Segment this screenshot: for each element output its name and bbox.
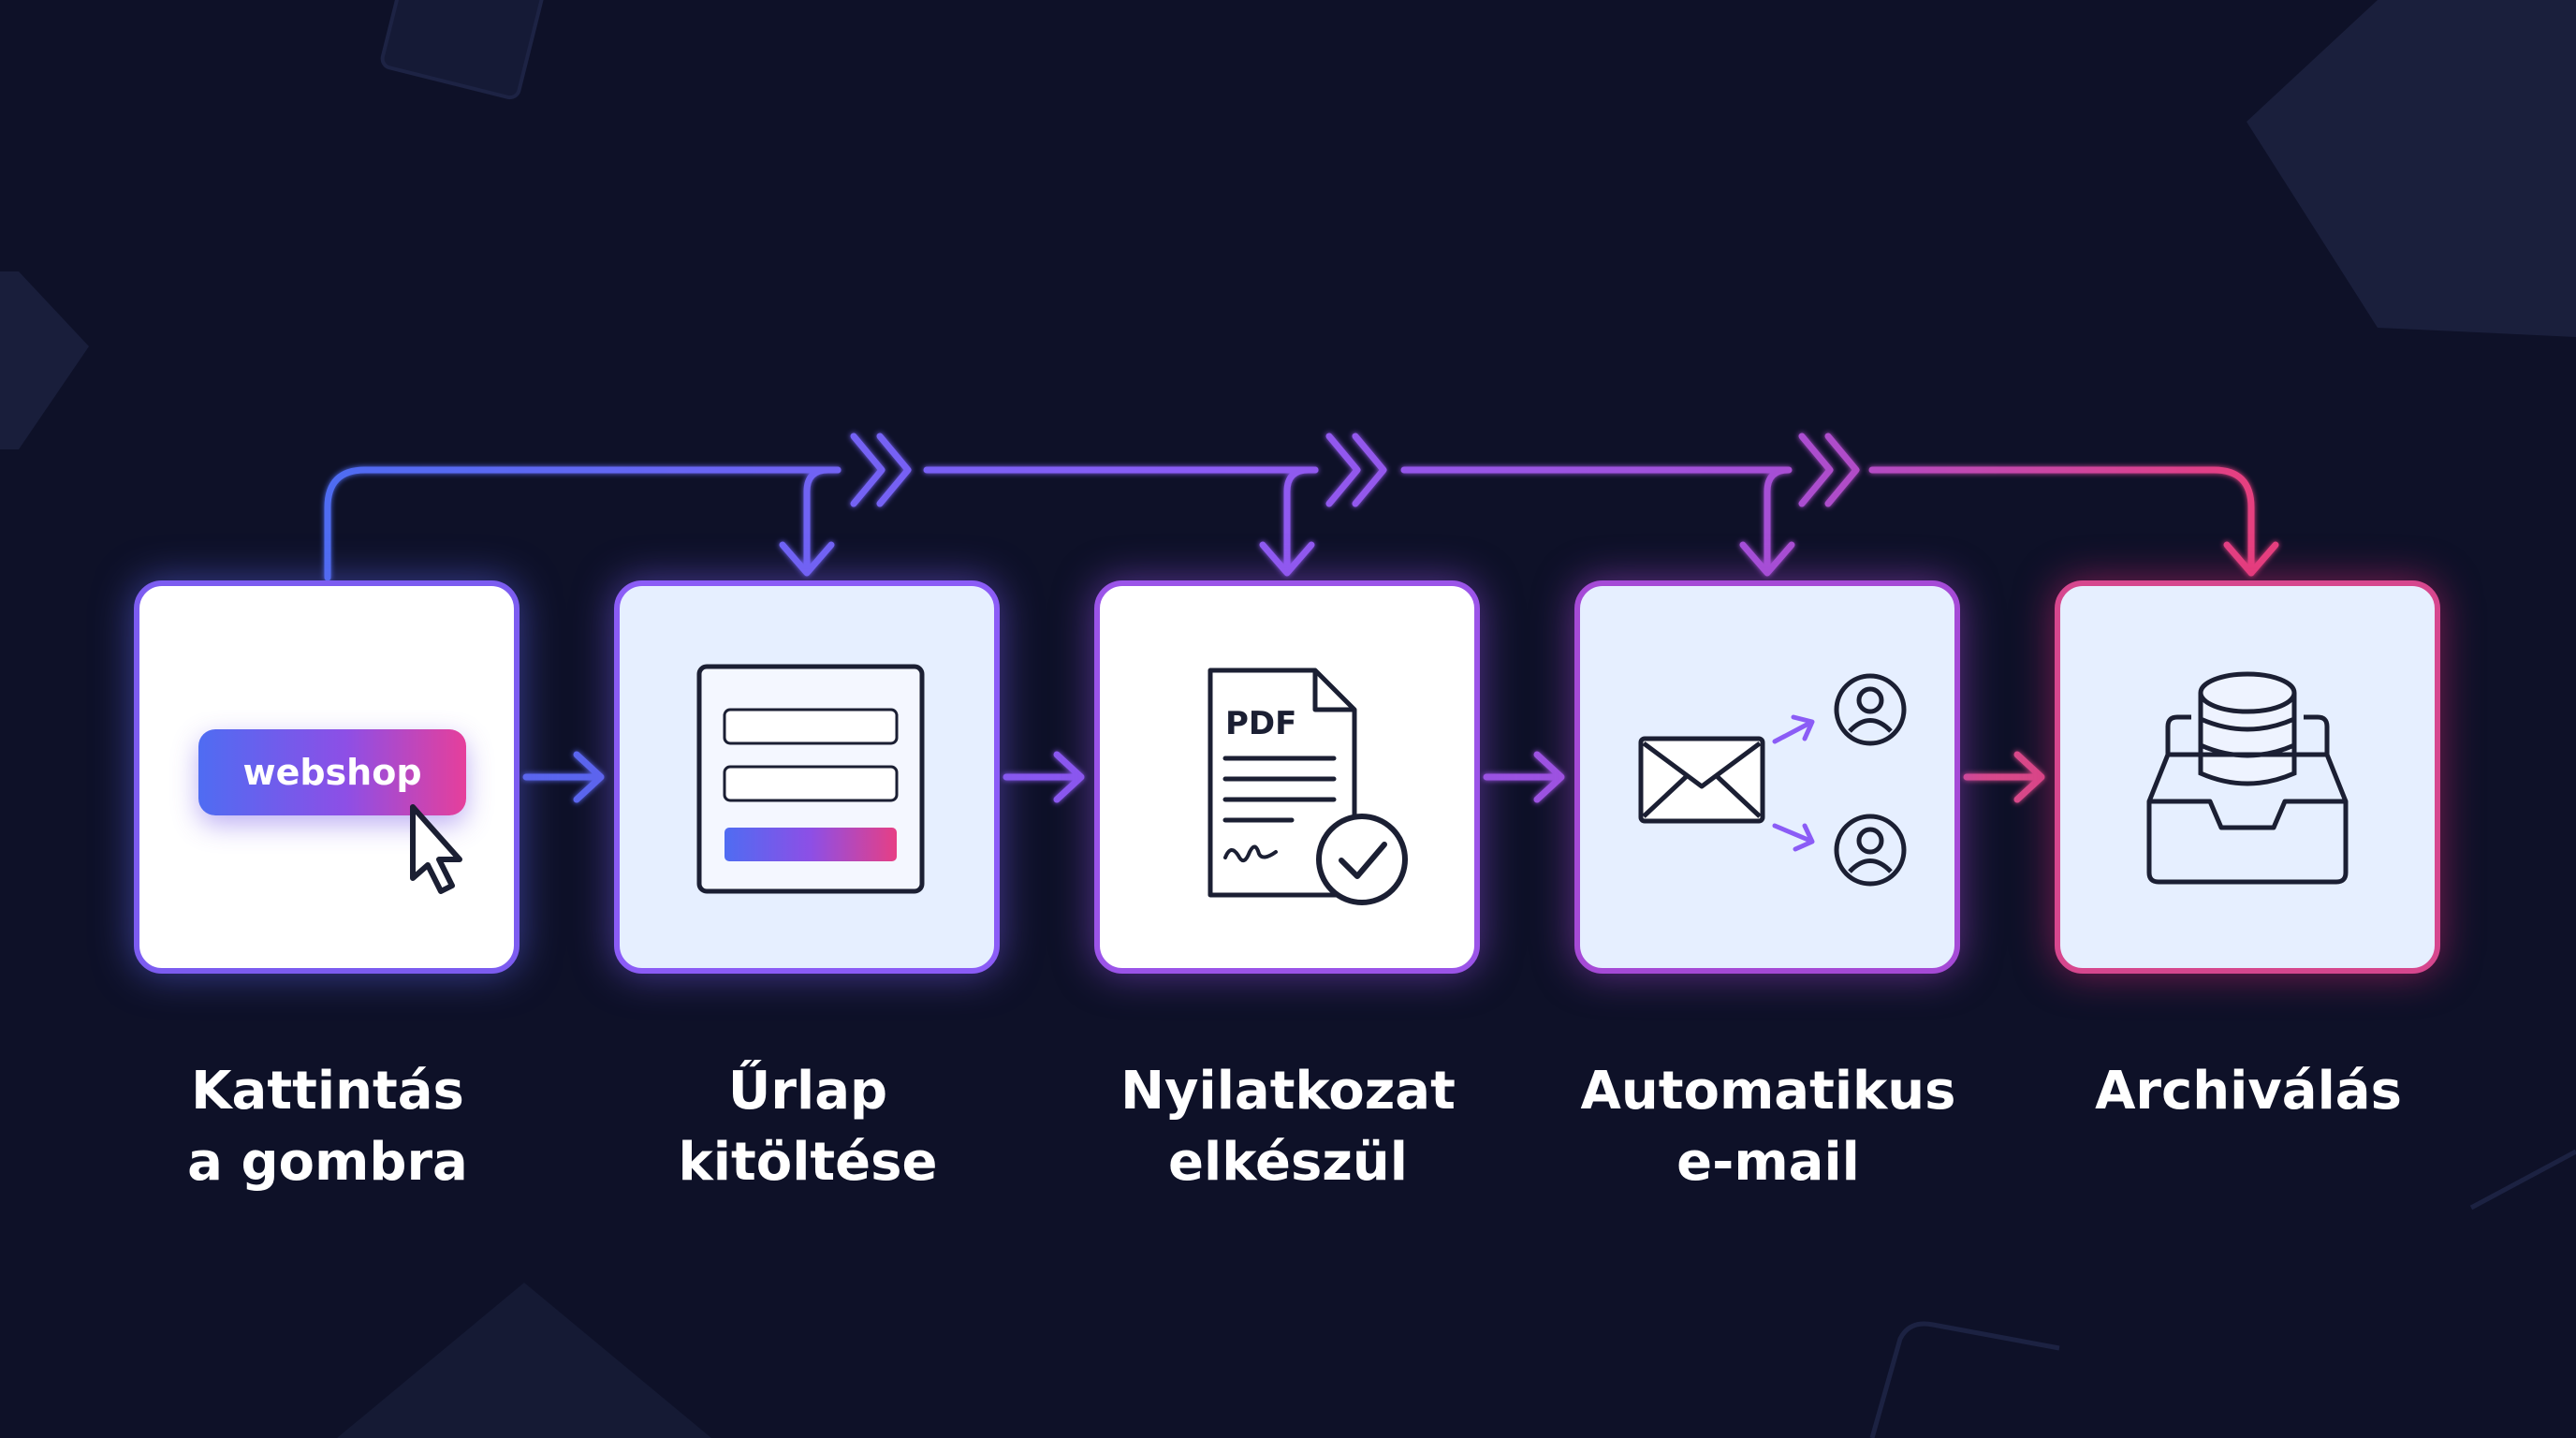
pdf-document-check-icon: PDF <box>1208 668 1408 905</box>
step-card-archive <box>2055 580 2440 974</box>
bg-shape-bottom-right <box>1869 1321 2060 1438</box>
cursor-icon <box>410 804 462 894</box>
document-outline <box>1208 668 1357 898</box>
form-submit-bar <box>724 828 897 861</box>
step-label-5: Archiválás <box>2005 1056 2492 1127</box>
archive-database-tray-icon <box>2146 671 2349 885</box>
step-label-4-line2: e-mail <box>1676 1132 1860 1193</box>
form-field-1 <box>723 708 899 745</box>
step-card-email <box>1574 580 1960 974</box>
signature-icon <box>1223 844 1278 863</box>
arrow-3-4 <box>1483 751 1565 803</box>
step-label-1-line1: Kattintás <box>191 1061 464 1122</box>
step-label-1: Kattintás a gombra <box>84 1056 571 1198</box>
user-icon-1 <box>1834 673 1907 746</box>
double-chevron-2 <box>1325 433 1387 507</box>
branch-down-3 <box>1283 466 1319 575</box>
document-fold <box>1312 670 1354 712</box>
form-field-2 <box>723 765 899 802</box>
step-card-click: webshop <box>134 580 520 974</box>
step-label-2: Űrlap kitöltése <box>564 1056 1051 1198</box>
arrow-2-3 <box>1003 751 1085 803</box>
bg-shape-top-left <box>380 0 547 100</box>
email-recipients-icon <box>1638 673 1907 887</box>
branch-down-3-head <box>1259 541 1315 577</box>
envelope-flap <box>1642 741 1762 818</box>
top-flow-line <box>324 466 842 581</box>
pdf-label: PDF <box>1225 705 1296 742</box>
bg-shape-bottom-left <box>337 1283 711 1438</box>
step-label-2-line1: Űrlap <box>727 1061 888 1122</box>
branch-down-5-head <box>2223 541 2279 577</box>
step-label-4: Automatikus e-mail <box>1525 1056 2012 1198</box>
arrow-4-5 <box>1963 751 2045 803</box>
step-label-3-line1: Nyilatkozat <box>1120 1061 1456 1122</box>
step-label-2-line2: kitöltése <box>678 1132 938 1193</box>
tray-icon <box>2146 714 2349 885</box>
step-label-5-line1: Archiválás <box>2095 1061 2402 1122</box>
envelope-icon <box>1638 736 1765 824</box>
checkmark-icon <box>1339 842 1387 879</box>
bg-line-right <box>2469 1149 2576 1211</box>
branch-down-4 <box>1764 466 1793 575</box>
step-label-1-line2: a gombra <box>187 1132 468 1193</box>
step-label-3-line2: elkészül <box>1168 1132 1408 1193</box>
webshop-button[interactable]: webshop <box>198 729 466 815</box>
branch-down-2 <box>803 466 842 575</box>
step-label-3: Nyilatkozat elkészül <box>1045 1056 1531 1198</box>
user-icon-2 <box>1834 814 1907 887</box>
double-chevron-1 <box>850 433 912 507</box>
arrow-1-2 <box>522 751 605 803</box>
check-circle <box>1316 814 1408 905</box>
top-flow-line-segment-4 <box>1868 466 2255 577</box>
step-card-pdf: PDF <box>1094 580 1480 974</box>
form-icon <box>696 664 925 894</box>
database-icon <box>2198 671 2297 786</box>
branch-down-2-head <box>779 541 835 577</box>
bg-shape-top-right <box>2247 0 2576 337</box>
branch-down-4-head <box>1739 541 1795 577</box>
double-chevron-3 <box>1798 433 1860 507</box>
arrow-down-right <box>1772 823 1815 852</box>
arrow-up-right <box>1772 714 1815 744</box>
step-label-4-line1: Automatikus <box>1580 1061 1956 1122</box>
bg-shape-left <box>0 271 89 449</box>
step-card-form <box>614 580 1000 974</box>
